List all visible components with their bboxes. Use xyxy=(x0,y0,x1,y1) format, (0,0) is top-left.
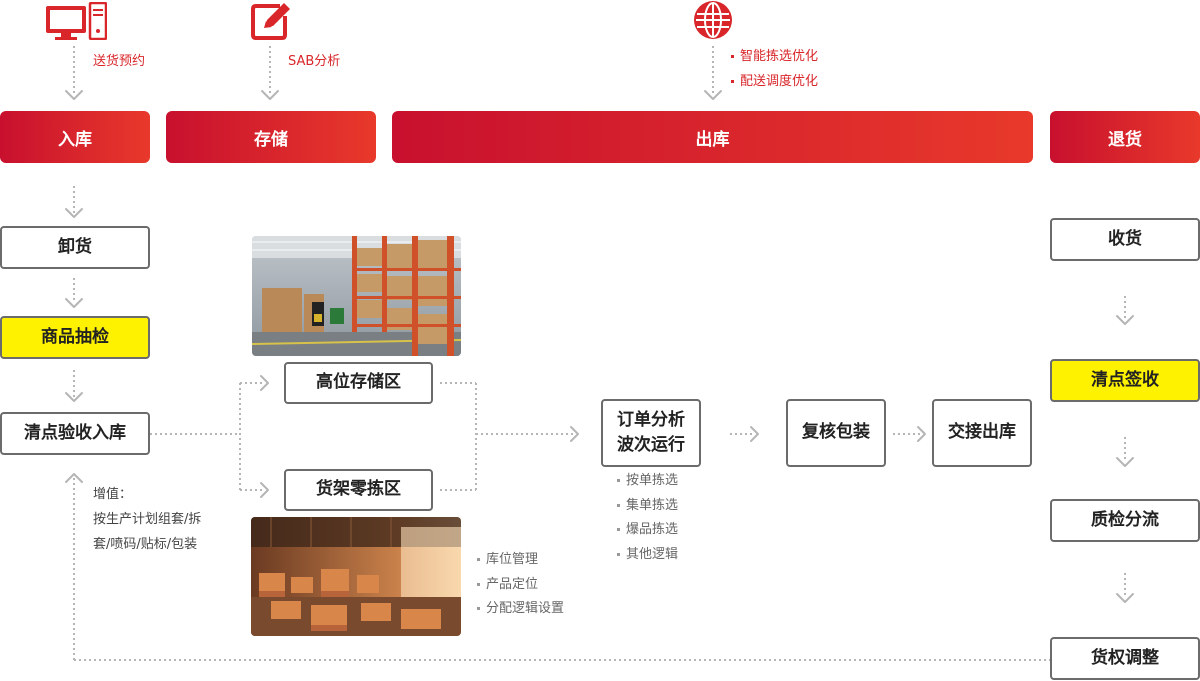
phase-inbound: 入库 xyxy=(0,111,150,163)
step-handover-ship: 交接出库 xyxy=(932,399,1032,467)
return-step-ownership-adjust: 货权调整 xyxy=(1050,637,1200,680)
outbound-note-item: 配送调度优化 xyxy=(731,70,818,95)
storage-note-item: 产品定位 xyxy=(477,573,564,598)
return-step-receive: 收货 xyxy=(1050,218,1200,261)
shelf-picking-warehouse-image xyxy=(251,517,461,636)
computer-icon xyxy=(45,1,108,41)
picking-note-item: 按单拣选 xyxy=(617,469,678,494)
outbound-notes: 智能拣选优化 配送调度优化 xyxy=(731,45,818,94)
storage-notes: 库位管理 产品定位 分配逻辑设置 xyxy=(477,548,564,622)
area-high-bay-storage: 高位存储区 xyxy=(284,362,433,404)
step-spot-inspect: 商品抽检 xyxy=(0,316,150,359)
phase-outbound: 出库 xyxy=(392,111,1033,163)
picking-notes: 按单拣选 集单拣选 爆品拣选 其他逻辑 xyxy=(617,469,678,567)
picking-note-item: 爆品拣选 xyxy=(617,518,678,543)
step-unload: 卸货 xyxy=(0,226,150,269)
globe-icon xyxy=(693,0,733,40)
step-order-analysis-wave: 订单分析 波次运行 xyxy=(601,399,701,467)
inbound-note: 送货预约 xyxy=(93,54,146,69)
return-step-count-sign: 清点签收 xyxy=(1050,359,1200,402)
value-added-title: 增值： xyxy=(93,487,133,502)
value-added-line: 按生产计划组套/拆 xyxy=(93,512,202,527)
picking-note-item: 其他逻辑 xyxy=(617,543,678,568)
outbound-note-item: 智能拣选优化 xyxy=(731,45,818,70)
phase-storage: 存储 xyxy=(166,111,376,163)
area-shelf-picking: 货架零拣区 xyxy=(284,469,433,511)
picking-note-item: 集单拣选 xyxy=(617,494,678,519)
wave-run-label: 波次运行 xyxy=(617,435,685,455)
storage-note: SAB分析 xyxy=(288,54,341,69)
step-review-pack: 复核包装 xyxy=(786,399,886,467)
return-step-qc-sort: 质检分流 xyxy=(1050,499,1200,542)
order-analysis-label: 订单分析 xyxy=(617,409,685,430)
edit-icon xyxy=(250,0,292,40)
phase-returns: 退货 xyxy=(1050,111,1200,163)
value-added-note: 增值： 按生产计划组套/拆 套/喷码/贴标/包装 xyxy=(93,482,223,557)
value-added-line: 套/喷码/贴标/包装 xyxy=(93,537,198,552)
storage-note-item: 库位管理 xyxy=(477,548,564,573)
step-receive-putaway: 清点验收入库 xyxy=(0,412,150,455)
storage-note-item: 分配逻辑设置 xyxy=(477,597,564,622)
high-bay-warehouse-image xyxy=(252,236,461,356)
